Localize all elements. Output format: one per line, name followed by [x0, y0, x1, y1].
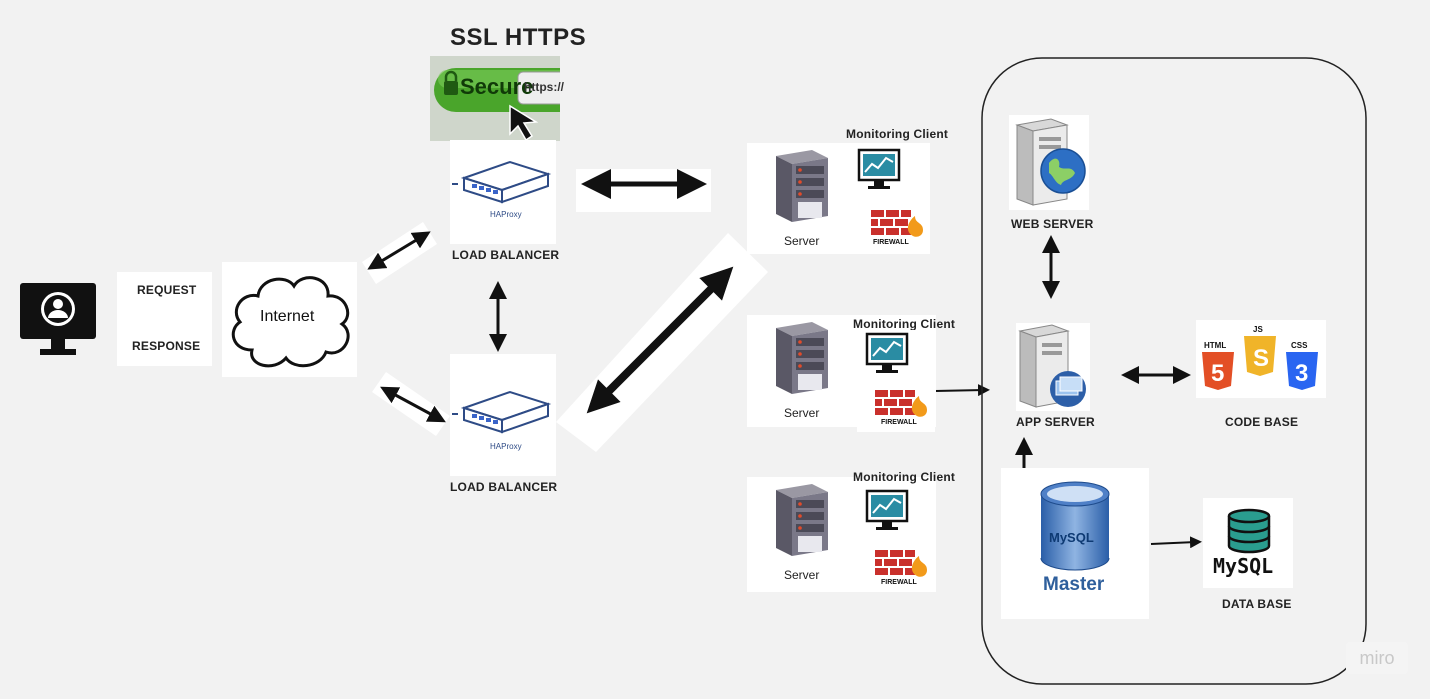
svg-text:5: 5 — [1211, 360, 1224, 387]
lb-server-arrow-bg — [576, 169, 711, 212]
database-mysql-logo: MySQL — [1213, 554, 1274, 578]
web-server-label: WEB SERVER — [1011, 217, 1094, 231]
load-balancer-1: HAProxy — [450, 140, 556, 244]
request-label: REQUEST — [137, 283, 197, 297]
database-icon: MySQL — [1203, 498, 1293, 588]
svg-text:JS: JS — [1253, 325, 1263, 334]
haproxy-brand-1: HAProxy — [490, 210, 522, 219]
ssl-title: SSL HTTPS — [450, 24, 587, 51]
ssl-url-text: https:// — [524, 80, 564, 94]
ssl-secure-badge: Secure https:// — [430, 56, 588, 142]
request-response-box — [117, 272, 212, 366]
client-computer-icon — [20, 283, 96, 362]
web-server-icon — [1009, 115, 1089, 210]
firewall-1-label: FIREWALL — [873, 239, 909, 246]
app-server-label: APP SERVER — [1016, 415, 1095, 429]
internet-cloud: Internet — [222, 262, 357, 377]
master-db-arrow — [1150, 536, 1202, 549]
svg-text:HTML: HTML — [1204, 341, 1226, 350]
master-mysql-logo: MySQL — [1049, 530, 1094, 545]
haproxy-brand-2: HAProxy — [490, 442, 522, 451]
monitoring-client-2-label: Monitoring Client — [853, 317, 956, 331]
server-app-arrow — [934, 384, 990, 397]
lb2-server-big-arrow — [586, 266, 734, 414]
monitoring-icon — [864, 487, 922, 541]
monitoring-icon — [856, 146, 914, 200]
monitoring-client-3-label: Monitoring Client — [853, 470, 956, 484]
firewall-3-label: FIREWALL — [881, 579, 917, 586]
server-3-label: Server — [784, 568, 820, 582]
internet-lb2-arrow — [380, 386, 446, 423]
code-base-label: CODE BASE — [1225, 415, 1299, 429]
load-balancer-2: HAProxy — [450, 354, 556, 476]
response-label: RESPONSE — [132, 339, 201, 353]
haproxy-device-icon — [452, 160, 552, 204]
server-rack-icon — [776, 150, 828, 227]
internet-label: Internet — [260, 308, 315, 325]
server-1-label: Server — [784, 234, 820, 248]
load-balancer-2-label: LOAD BALANCER — [450, 480, 558, 494]
load-balancer-1-label: LOAD BALANCER — [452, 248, 560, 262]
svg-text:3: 3 — [1295, 360, 1308, 387]
haproxy-device-icon — [452, 390, 552, 434]
server-rack-icon — [776, 322, 828, 399]
backend-container — [981, 57, 1367, 685]
mysql-cylinder-icon — [1040, 481, 1110, 571]
firewall-icon: FIREWALL — [867, 206, 929, 254]
server-rack-icon — [776, 484, 828, 561]
firewall-icon: FIREWALL — [857, 386, 935, 432]
server-2-label: Server — [784, 406, 820, 420]
monitoring-icon — [864, 330, 922, 384]
svg-text:CSS: CSS — [1291, 341, 1308, 350]
master-db: MySQL Master — [1001, 468, 1149, 619]
internet-lb1-arrow — [367, 231, 431, 270]
miro-watermark: miro — [1346, 642, 1408, 674]
firewall-2-label: FIREWALL — [881, 419, 917, 426]
master-label: Master — [1043, 574, 1105, 595]
firewall-icon: FIREWALL — [857, 546, 935, 592]
database-label: DATA BASE — [1222, 597, 1292, 611]
internet-lb1-arrow-bg — [362, 222, 437, 284]
svg-text:S: S — [1253, 345, 1269, 372]
code-base-icons: HTML 5 JS S CSS 3 — [1196, 320, 1326, 398]
app-server-icon — [1016, 323, 1090, 411]
ssl-secure-text: Secure — [460, 74, 534, 99]
monitoring-client-1-label: Monitoring Client — [846, 127, 949, 141]
